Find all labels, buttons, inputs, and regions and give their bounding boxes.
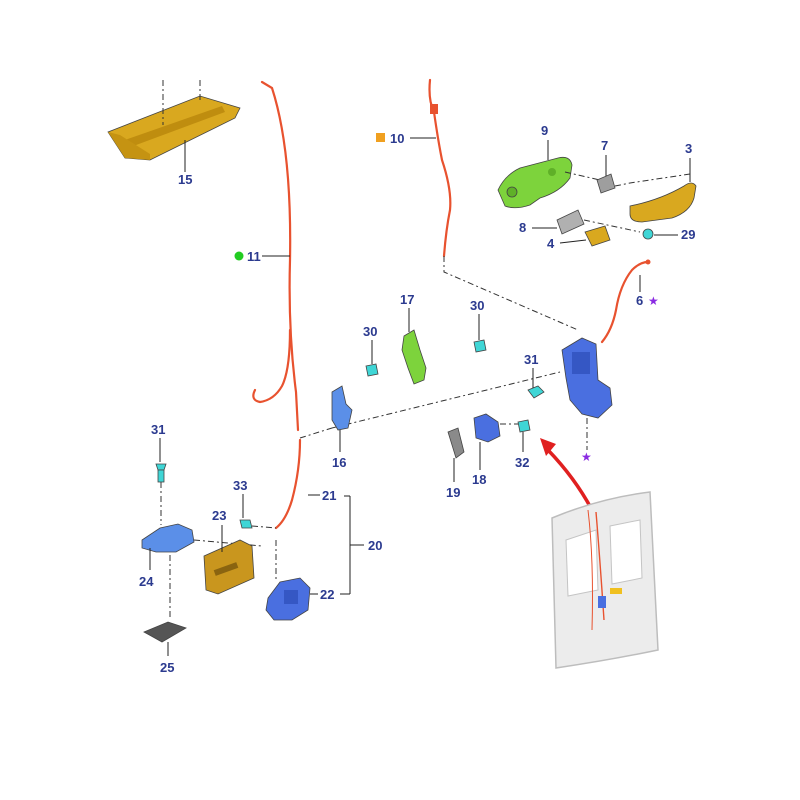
callout-31-left: 31 (151, 422, 165, 437)
assembly-axis (331, 371, 561, 429)
callout-4: 4 (547, 236, 555, 251)
callout-29: 29 (681, 227, 695, 242)
callout-30-right: 30 (470, 298, 484, 313)
part-3-outer-handle (629, 158, 697, 223)
callout-23: 23 (212, 508, 226, 523)
part-7-bracket (596, 155, 691, 194)
callout-16: 16 (332, 455, 346, 470)
callout-31-right: 31 (524, 352, 538, 367)
circle-marker-icon (234, 251, 244, 261)
callout-7: 7 (601, 138, 608, 153)
part-31-left-screw (155, 438, 167, 525)
part-33-clip (239, 494, 277, 529)
callout-11: 11 (247, 249, 261, 264)
star-marker-icon: ★ (648, 294, 659, 308)
part-25-plate (143, 621, 187, 656)
part-17-strip (401, 308, 427, 385)
part-9-handle-bracket (497, 140, 601, 209)
callout-22: 22 (320, 587, 334, 602)
callout-25: 25 (160, 660, 174, 675)
part-30-right-clip (473, 314, 487, 353)
callout-20: 20 (368, 538, 382, 553)
callout-8: 8 (519, 220, 526, 235)
part-32-screw (517, 419, 531, 452)
part-29-clip (642, 228, 678, 240)
callout-33: 33 (233, 478, 247, 493)
callout-19: 19 (446, 485, 460, 500)
bracket-20 (308, 494, 364, 595)
part-23-striker-plate (203, 525, 255, 595)
latch-star-marker: ★ (581, 450, 592, 464)
callout-32: 32 (515, 455, 529, 470)
part-19-plate (447, 427, 465, 482)
rear-door-illustration (551, 491, 659, 669)
part-4-lock-cylinder (559, 225, 611, 247)
callout-18: 18 (472, 472, 486, 487)
callout-30-left: 30 (363, 324, 377, 339)
callout-17: 17 (400, 292, 414, 307)
door-latch-assembly (561, 337, 613, 450)
red-pointer-arrow (540, 438, 594, 511)
cable-6 (600, 259, 651, 344)
callout-24: 24 (139, 574, 154, 589)
part-15-tray (107, 80, 241, 172)
cable-11 (252, 80, 302, 530)
cable-10 (410, 78, 579, 331)
callout-10: 10 (390, 131, 404, 146)
callout-6: 6 (636, 293, 643, 308)
square-marker-icon (376, 133, 385, 142)
callout-9: 9 (541, 123, 548, 138)
callout-15: 15 (178, 172, 192, 187)
part-30-left-clip (365, 340, 379, 377)
part-8-gasket (532, 209, 641, 235)
part-31-right-screw (527, 368, 545, 399)
part-22-lower-latch (265, 540, 318, 621)
callout-21: 21 (322, 488, 336, 503)
part-16-bracket (331, 385, 353, 452)
callout-3: 3 (685, 141, 692, 156)
